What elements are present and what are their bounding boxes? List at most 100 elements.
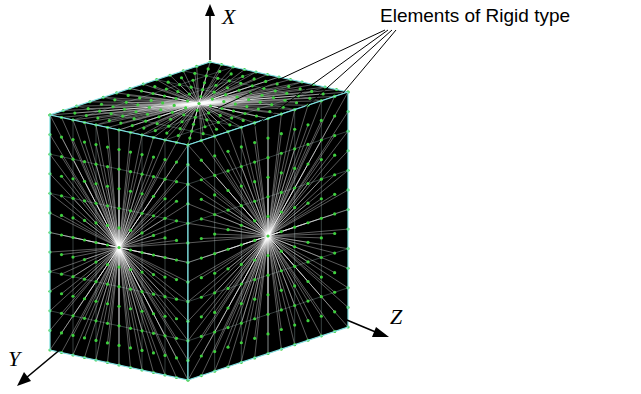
rigid-element: [201, 219, 268, 236]
mesh-node: [333, 291, 336, 294]
mesh-node: [266, 176, 269, 179]
mesh-node: [163, 334, 166, 337]
mesh-node: [253, 200, 256, 203]
mesh-node: [71, 216, 74, 219]
mesh-node: [129, 346, 132, 349]
rigid-element: [108, 248, 120, 343]
mesh-node: [280, 250, 283, 253]
mesh-node: [96, 116, 99, 119]
mesh-node: [106, 204, 109, 207]
mesh-node: [230, 116, 233, 119]
rigid-element: [119, 138, 154, 248]
mesh-node: [106, 322, 109, 325]
mesh-node: [165, 131, 168, 134]
mesh-node: [83, 238, 86, 241]
mesh-node: [253, 160, 256, 163]
mesh-node: [306, 280, 309, 283]
rigid-element: [241, 236, 268, 343]
mesh-node: [163, 354, 166, 357]
rigid-element: [241, 147, 268, 236]
mesh-node: [152, 332, 155, 335]
mesh-node: [106, 243, 109, 246]
mesh-node: [200, 296, 203, 299]
rigid-element: [119, 248, 188, 381]
mesh-node: [280, 308, 283, 311]
mesh-node: [94, 241, 97, 244]
mesh-node: [320, 138, 323, 141]
mesh-node: [201, 88, 204, 91]
rigid-element: [119, 248, 188, 361]
mesh-node: [142, 126, 145, 129]
mesh-node: [320, 236, 323, 239]
rigid-element: [199, 86, 252, 104]
mesh-node: [175, 258, 178, 261]
rigid-element: [241, 236, 268, 323]
mesh-node: [152, 155, 155, 158]
rigid-element: [177, 104, 200, 143]
mesh-node: [251, 84, 254, 87]
mesh-node: [240, 341, 243, 344]
rigid-element: [119, 221, 177, 248]
rigid-element: [73, 140, 119, 248]
rigid-element: [268, 236, 295, 325]
mesh-node: [151, 92, 154, 95]
mesh-node: [200, 198, 203, 201]
mesh-node: [179, 127, 182, 130]
mesh-node: [117, 226, 120, 229]
mesh-node: [306, 260, 309, 263]
mesh-node: [213, 213, 216, 216]
mesh-node: [60, 292, 63, 295]
mesh-node: [140, 89, 143, 92]
mesh-node: [184, 106, 187, 109]
mesh-node: [83, 180, 86, 183]
mesh-node: [217, 121, 220, 124]
mesh-node: [129, 288, 132, 291]
leader-line: [252, 30, 388, 128]
mesh-node: [152, 253, 155, 256]
mesh-node: [266, 293, 269, 296]
mesh-node: [165, 87, 168, 90]
axis-label: X: [222, 6, 235, 28]
rigid-element: [142, 104, 199, 136]
mesh-node: [266, 136, 269, 139]
mesh-node: [60, 175, 63, 178]
mesh-node: [177, 134, 180, 137]
mesh-node: [266, 195, 269, 198]
mesh-line: [103, 97, 241, 127]
mesh-node: [293, 245, 296, 248]
rigid-element: [96, 104, 199, 126]
rigid-element: [119, 160, 165, 248]
face-fill: [50, 115, 188, 380]
mesh-node: [320, 197, 323, 200]
rigid-element: [119, 223, 188, 247]
mesh-node: [117, 187, 120, 190]
rigid-element: [188, 236, 268, 360]
rigid-element: [268, 236, 321, 238]
mesh-node: [280, 269, 283, 272]
leader-line: [343, 30, 396, 93]
mesh-line: [73, 67, 233, 120]
mesh-node: [333, 232, 336, 235]
rigid-element: [199, 104, 255, 123]
rigid-element: [199, 92, 214, 103]
mesh-node: [117, 305, 120, 308]
mesh-node: [253, 77, 256, 80]
mesh-node: [213, 291, 216, 294]
mesh-node: [264, 80, 267, 83]
rigid-element: [119, 248, 165, 317]
mesh-node: [333, 310, 336, 313]
mesh-node: [127, 94, 130, 97]
rigid-element: [119, 140, 165, 248]
mesh-node: [253, 337, 256, 340]
mesh-node: [146, 113, 149, 116]
rigid-element: [96, 145, 119, 248]
rigid-element: [119, 248, 188, 341]
rigid-element: [268, 236, 321, 277]
rigid-element: [119, 248, 177, 378]
mesh-node: [110, 112, 113, 115]
rigid-element: [108, 248, 120, 363]
mesh-node: [188, 92, 191, 95]
mesh-node: [226, 267, 229, 270]
mesh-node: [280, 230, 283, 233]
